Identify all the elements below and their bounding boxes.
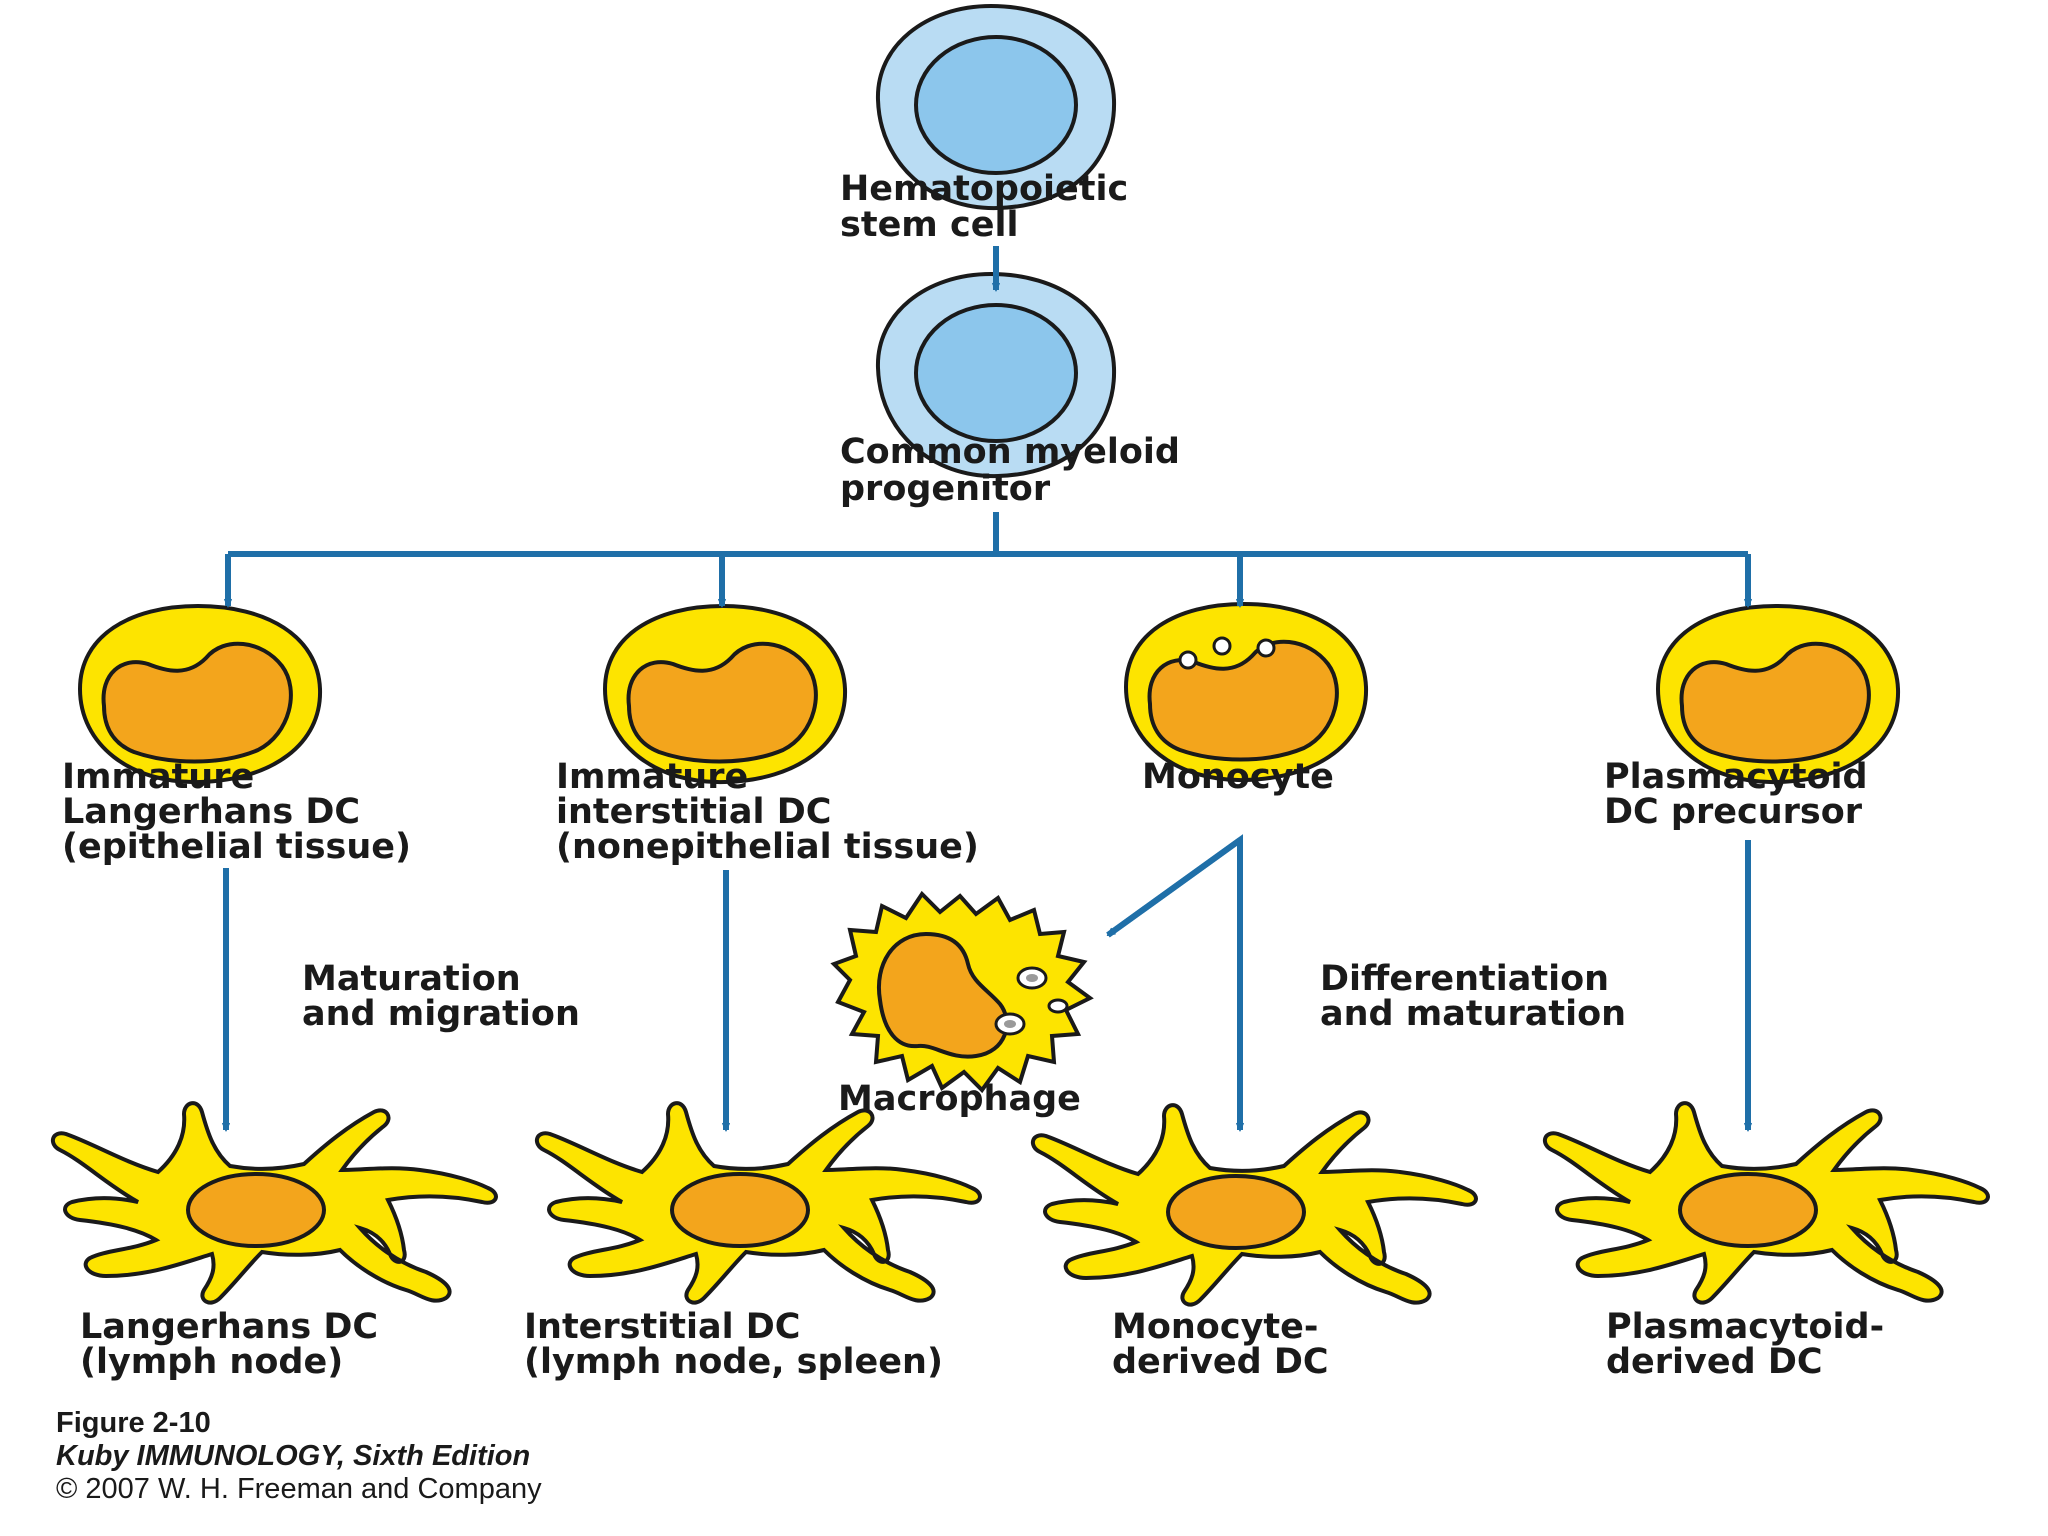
- imm-langerhans-line3: (epithelial tissue): [62, 827, 411, 867]
- monocyte-dc-line1: Monocyte-: [1112, 1307, 1318, 1347]
- dendritic-cell-icon: [1542, 1101, 1990, 1305]
- macrophage-label: Macrophage: [838, 1079, 1081, 1119]
- langerhans-dc-line2: (lymph node): [80, 1342, 343, 1382]
- interstitial-dc-line2: (lymph node, spleen): [524, 1342, 943, 1382]
- macrophage: Macrophage: [830, 890, 1094, 1119]
- differentiation-line1: Differentiation: [1320, 959, 1609, 999]
- dendritic-cell-icon: [1030, 1103, 1478, 1307]
- immature-dc-icon: [78, 604, 323, 785]
- cmp-label-line2: progenitor: [840, 469, 1051, 509]
- plasmacytoid-dc-precursor: Plasmacytoid DC precursor: [1604, 604, 1901, 832]
- langerhans-dc-line1: Langerhans DC: [80, 1307, 378, 1347]
- caption-book: Kuby IMMUNOLOGY, Sixth Edition: [56, 1440, 530, 1472]
- immature-dc-icon: [1656, 604, 1901, 785]
- monocyte: Monocyte: [1124, 602, 1369, 797]
- maturation-label: Maturation and migration: [302, 959, 580, 1034]
- hsc-label-line2: stem cell: [840, 205, 1018, 245]
- monocyte-derived-dc: Monocyte- derived DC: [1030, 1103, 1478, 1382]
- imm-interstitial-line1: Immature: [556, 757, 748, 797]
- arrow-monocyte-to-dc: [1106, 834, 1240, 1130]
- arrows: [226, 246, 1748, 1130]
- immature-dc-icon: [603, 604, 848, 785]
- imm-langerhans-line2: Langerhans DC: [62, 792, 360, 832]
- interstitial-dc: Interstitial DC (lymph node, spleen): [524, 1101, 982, 1382]
- monocyte-icon: [1124, 602, 1369, 783]
- caption-copyright: © 2007 W. H. Freeman and Company: [56, 1473, 542, 1505]
- plasmacytoid-precursor-line1: Plasmacytoid: [1604, 757, 1868, 797]
- macrophage-icon: [830, 890, 1094, 1094]
- plasmacytoid-precursor-line2: DC precursor: [1604, 792, 1863, 832]
- plasmacytoid-dc-line1: Plasmacytoid-: [1606, 1307, 1884, 1347]
- differentiation-label: Differentiation and maturation: [1320, 959, 1626, 1034]
- hsc-label-line1: Hematopoietic: [840, 169, 1128, 209]
- common-myeloid-progenitor: Common myeloid progenitor: [840, 272, 1180, 509]
- plasmacytoid-dc-line2: derived DC: [1606, 1342, 1823, 1382]
- dendritic-cell-icon: [50, 1101, 498, 1305]
- imm-langerhans-line1: Immature: [62, 757, 254, 797]
- interstitial-dc-line1: Interstitial DC: [524, 1307, 801, 1347]
- immature-langerhans-dc: Immature Langerhans DC (epithelial tissu…: [62, 604, 411, 867]
- figure-caption: Figure 2-10 Kuby IMMUNOLOGY, Sixth Editi…: [56, 1407, 542, 1505]
- maturation-line1: Maturation: [302, 959, 521, 999]
- maturation-line2: and migration: [302, 994, 580, 1034]
- imm-interstitial-line3: (nonepithelial tissue): [556, 827, 979, 867]
- immature-interstitial-dc: Immature interstitial DC (nonepithelial …: [556, 604, 979, 867]
- caption-figure: Figure 2-10: [56, 1407, 211, 1439]
- monocyte-label: Monocyte: [1142, 757, 1334, 797]
- monocyte-dc-line2: derived DC: [1112, 1342, 1329, 1382]
- imm-interstitial-line2: interstitial DC: [556, 792, 831, 832]
- differentiation-line2: and maturation: [1320, 994, 1626, 1034]
- langerhans-dc: Langerhans DC (lymph node): [50, 1101, 498, 1382]
- dendritic-cell-icon: [534, 1101, 982, 1305]
- cmp-label-line1: Common myeloid: [840, 432, 1180, 472]
- hematopoietic-stem-cell: Hematopoietic stem cell: [840, 4, 1128, 245]
- plasmacytoid-derived-dc: Plasmacytoid- derived DC: [1542, 1101, 1990, 1382]
- arrow-monocyte-to-macrophage: [1108, 837, 1242, 938]
